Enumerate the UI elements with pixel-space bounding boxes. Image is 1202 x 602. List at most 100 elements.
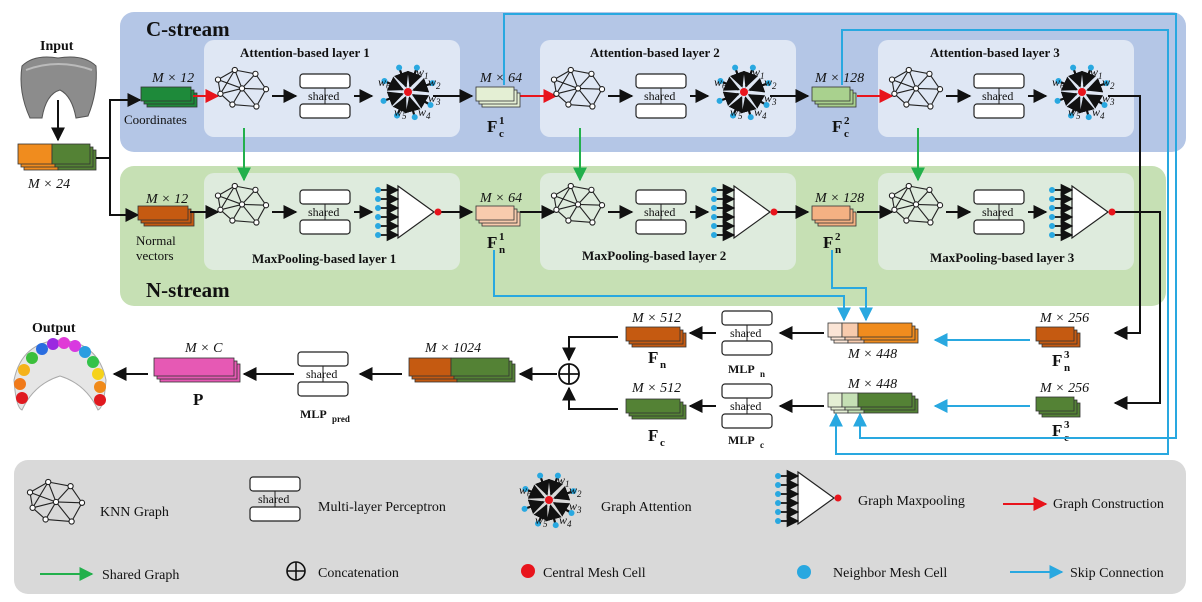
c-concat-features xyxy=(827,392,919,414)
n-mlp-3: shared xyxy=(973,189,1025,235)
central-cell xyxy=(740,88,748,96)
tooth-label-region xyxy=(18,364,30,376)
neighbor-cell xyxy=(396,64,403,71)
neighbor-cell xyxy=(411,114,418,121)
svg-text:MLP: MLP xyxy=(728,433,755,447)
neighbor-cell xyxy=(380,97,387,104)
att-layer-3-title: Attention-based layer 3 xyxy=(930,45,1060,60)
n-f2-dim: M × 128 xyxy=(814,191,864,206)
neighbor-cell xyxy=(1101,102,1108,108)
legend-concatenation: Concatenation xyxy=(318,566,399,581)
legend-graph-construction: Graph Construction xyxy=(1053,497,1164,512)
neighbor-cell xyxy=(775,473,781,479)
mc-dim: M × C xyxy=(184,341,223,356)
neighbor-cell xyxy=(775,518,781,524)
legend-knn-graph: KNN Graph xyxy=(100,505,169,520)
neighbor-cell xyxy=(568,510,575,516)
legend-knn-icon xyxy=(26,478,86,525)
shared-label: shared xyxy=(308,89,339,103)
neighbor-cell xyxy=(554,472,561,479)
central-cell xyxy=(834,494,842,502)
legend-neighbor-cell-icon xyxy=(797,565,811,579)
neighbor-cell xyxy=(1049,187,1055,193)
fc1-label: F c 1 xyxy=(487,115,505,140)
svg-text:n: n xyxy=(760,369,765,379)
legend-mlp-icon: shared xyxy=(249,476,301,522)
neighbor-cell xyxy=(1049,196,1055,202)
normal-label-1: Normal xyxy=(136,233,176,248)
tooth-label-region xyxy=(36,343,48,355)
neighbor-cell xyxy=(570,488,577,495)
svg-text:n: n xyxy=(660,359,666,371)
fn3-features xyxy=(1035,326,1081,348)
fn3-label: F n 3 xyxy=(1052,349,1070,374)
legend-panel xyxy=(14,460,1186,594)
tooth-label-region xyxy=(79,346,91,358)
max-layer-1-title: MaxPooling-based layer 1 xyxy=(252,251,396,266)
neighbor-cell xyxy=(375,214,381,220)
mlp-c: shared xyxy=(721,383,773,429)
svg-text:3: 3 xyxy=(1064,419,1070,431)
normal-label-2: vectors xyxy=(136,248,174,263)
neighbor-cell xyxy=(427,102,434,108)
neighbor-cell xyxy=(1049,223,1055,229)
neighbor-cell xyxy=(775,509,781,515)
neighbor-cell xyxy=(537,472,544,479)
c-knn-graph-3 xyxy=(888,66,944,110)
fc2-label: F c 2 xyxy=(832,115,850,140)
fn1-features xyxy=(475,205,521,227)
neighbor-cell xyxy=(730,112,737,119)
shared-label: shared xyxy=(730,399,761,413)
n-concat-dim: M × 448 xyxy=(847,347,897,362)
svg-text:F: F xyxy=(648,348,658,367)
fc-dim: M × 512 xyxy=(631,381,681,396)
n-knn-graph-2 xyxy=(550,182,606,226)
max-layer-3-title: MaxPooling-based layer 3 xyxy=(930,250,1075,265)
svg-text:F: F xyxy=(487,233,497,252)
neighbor-cell xyxy=(375,196,381,202)
skip-fn2 xyxy=(831,250,873,322)
n-concat-features xyxy=(827,322,919,344)
neighbor-cell xyxy=(711,196,717,202)
neighbor-cell xyxy=(1055,78,1062,85)
concat-1024-features xyxy=(408,357,516,383)
neighbor-cell xyxy=(775,500,781,506)
n-f1-dim: M × 64 xyxy=(479,191,522,206)
neighbor-cell xyxy=(711,232,717,238)
shared-label: shared xyxy=(982,89,1013,103)
graph-maxpool-1 xyxy=(375,183,442,242)
c-input-dim: M × 12 xyxy=(151,71,194,86)
att-layer-1-title: Attention-based layer 1 xyxy=(240,45,370,60)
shared-label: shared xyxy=(644,205,675,219)
fc3-dim: M × 256 xyxy=(1039,381,1089,396)
neighbor-cell xyxy=(381,78,388,85)
p-label: P xyxy=(193,390,203,409)
c-knn-graph-1 xyxy=(214,66,270,110)
neighbor-cell xyxy=(711,205,717,211)
c-mlp-2: shared xyxy=(635,73,687,119)
tooth-label-region xyxy=(14,378,26,390)
svg-text:c: c xyxy=(844,128,849,140)
mlp-c-label: MLP c xyxy=(728,433,764,450)
tooth-label-region xyxy=(94,381,106,393)
neighbor-cell xyxy=(711,223,717,229)
neighbor-cell xyxy=(1087,64,1094,71)
tooth-label-region xyxy=(69,340,81,352)
neighbor-cell xyxy=(1054,97,1061,104)
fc1-features xyxy=(475,86,521,108)
legend-graph-maxpooling: Graph Maxpooling xyxy=(858,494,965,509)
svg-text:c: c xyxy=(760,440,764,450)
svg-text:n: n xyxy=(835,244,841,256)
shared-label: shared xyxy=(306,367,337,381)
neighbor-cell xyxy=(1049,232,1055,238)
n-stream-title: N-stream xyxy=(146,278,230,302)
shared-label: shared xyxy=(730,326,761,340)
fn2-features xyxy=(811,205,857,227)
input-dim-label: M × 24 xyxy=(27,177,70,192)
neighbor-cell xyxy=(375,205,381,211)
fn3-dim: M × 256 xyxy=(1039,311,1089,326)
shared-label: shared xyxy=(644,89,675,103)
neighbor-cell xyxy=(375,187,381,193)
svg-text:c: c xyxy=(660,437,665,449)
